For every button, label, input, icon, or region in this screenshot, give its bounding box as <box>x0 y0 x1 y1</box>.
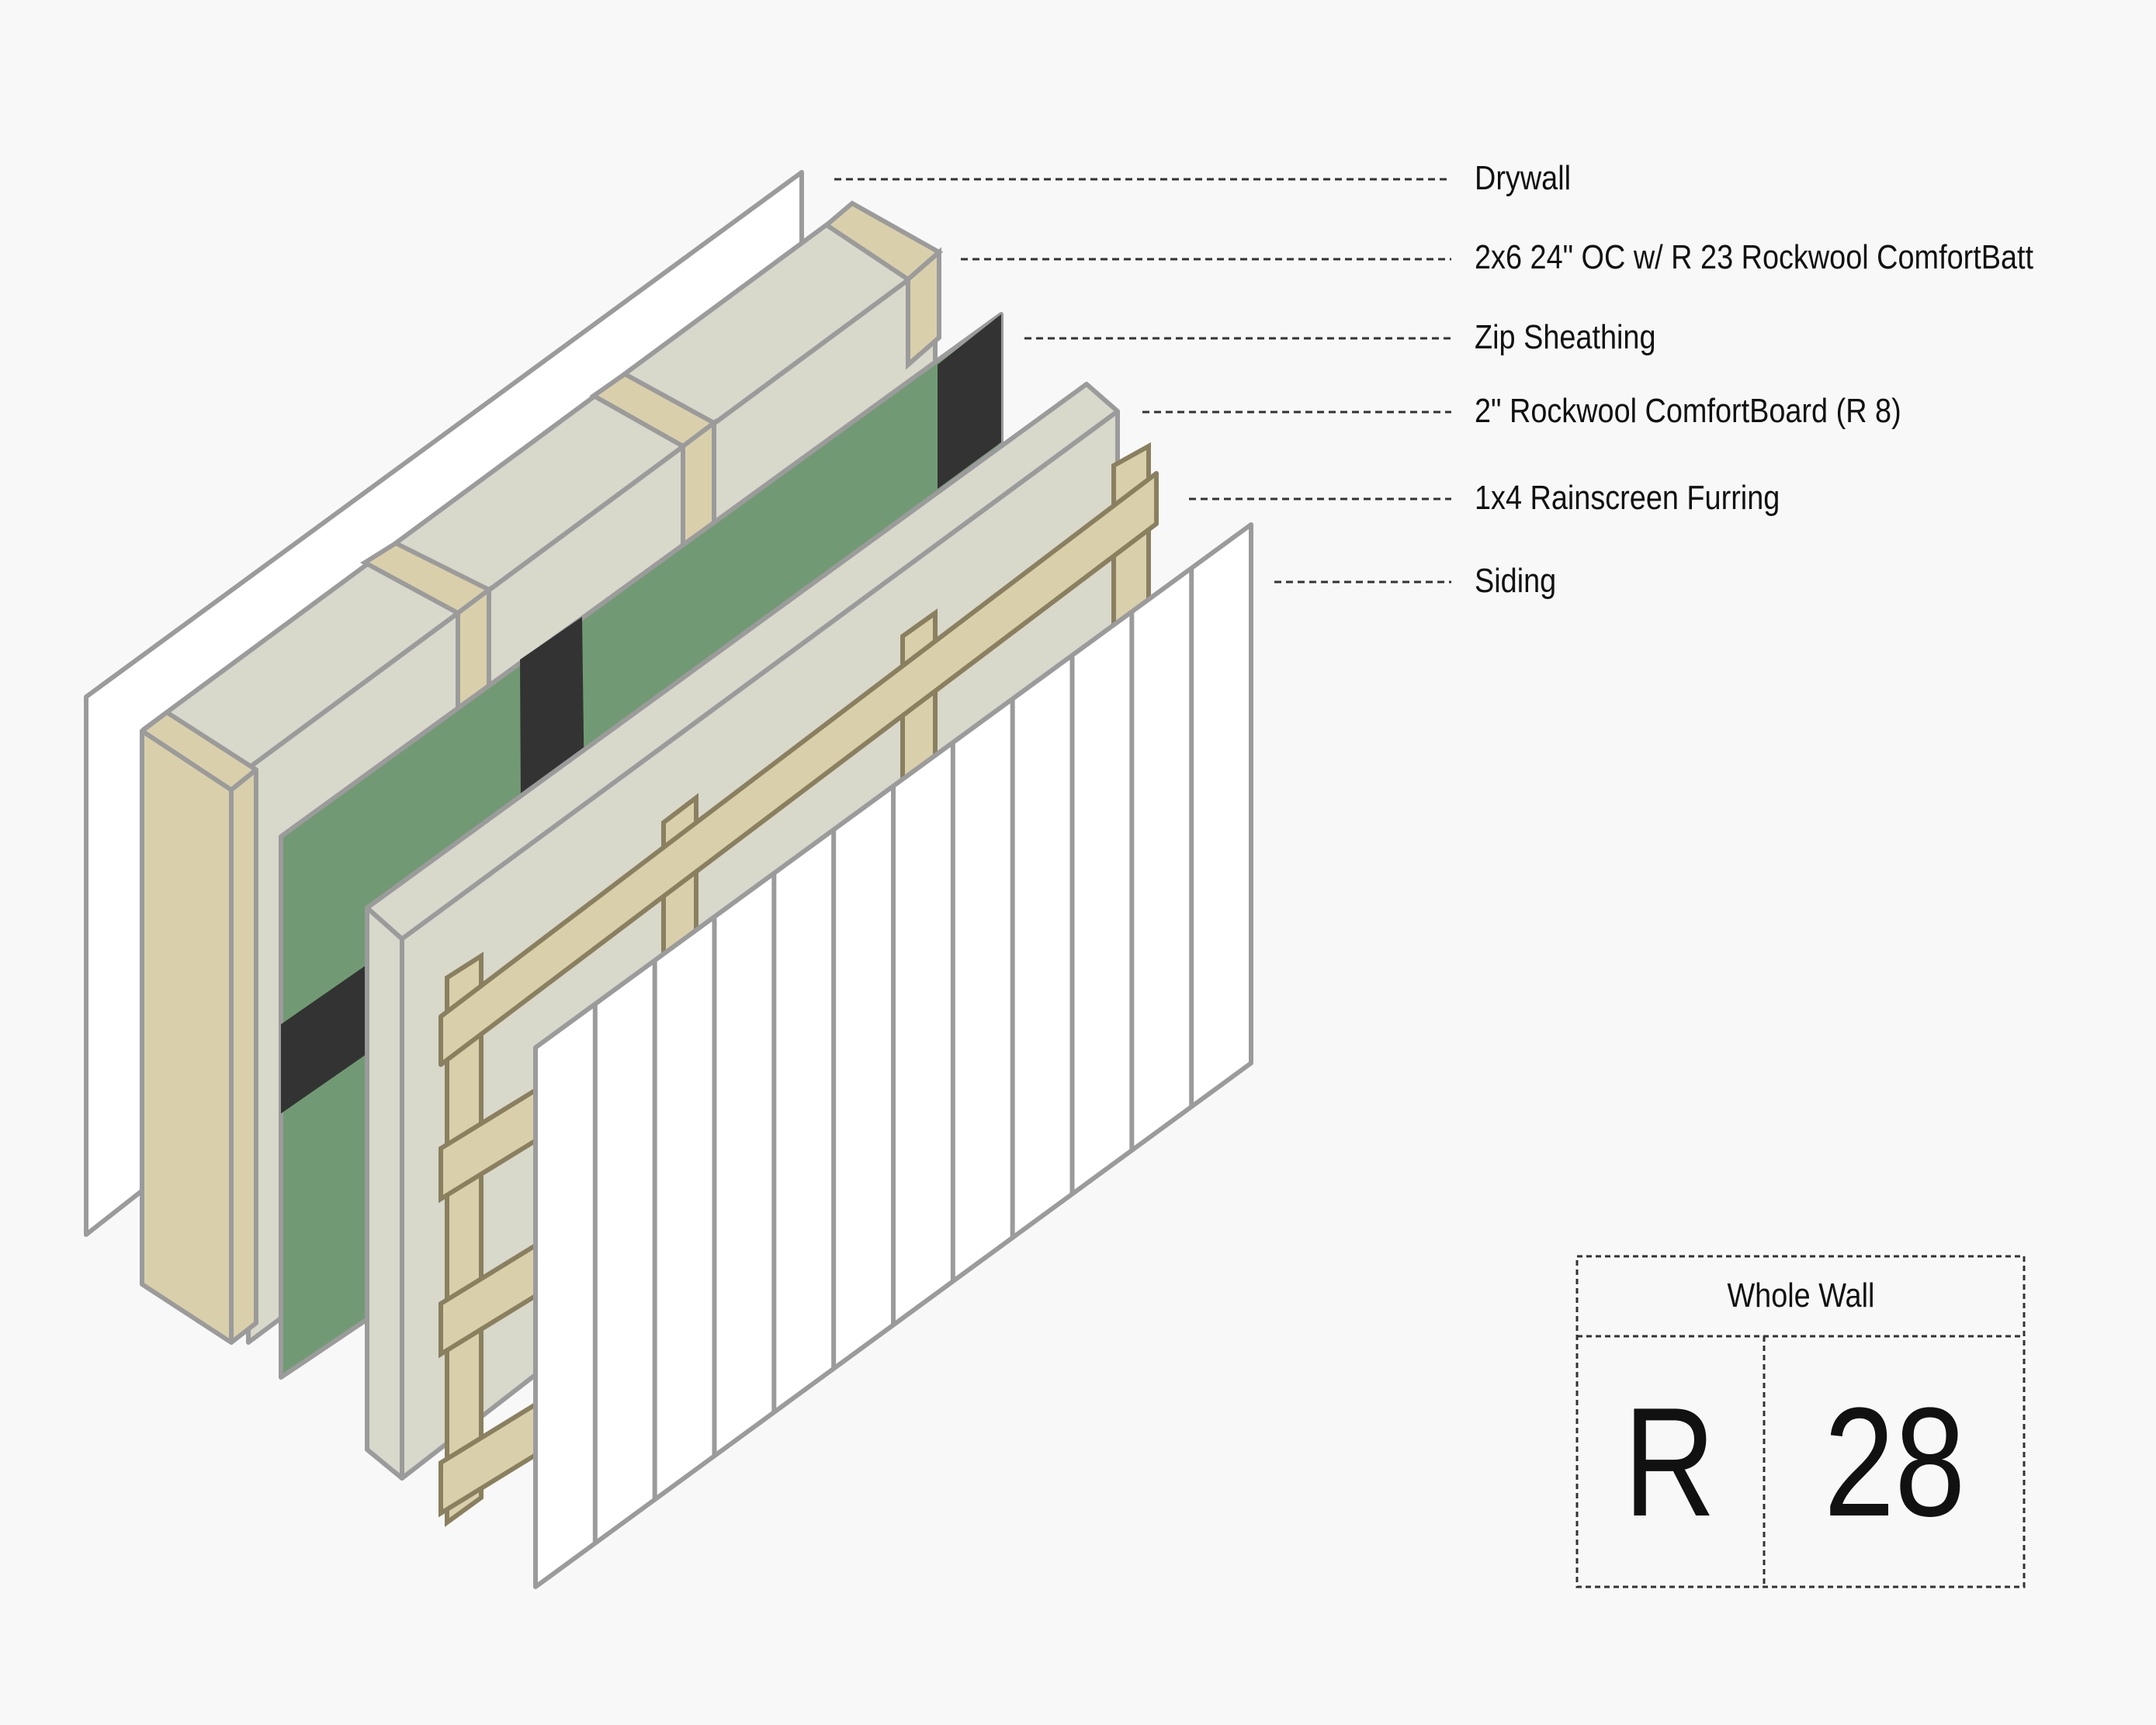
summary-frame <box>1575 1255 2026 1588</box>
end-stud-side <box>229 767 258 1345</box>
label-furring: 1x4 Rainscreen Furring <box>1475 479 1780 517</box>
label-sheathing: Zip Sheathing <box>1475 318 1656 356</box>
label-studs: 2x6 24" OC w/ R 23 Rockwool ComfortBatt <box>1475 238 2034 276</box>
seam-tape-3 <box>281 966 365 1114</box>
siding-board-lines <box>592 568 1194 1543</box>
summary-unit: R <box>1624 1375 1716 1549</box>
summary-heading: Whole Wall <box>1727 1276 1874 1315</box>
furring-diagonal <box>438 471 1159 1067</box>
stud-side-3 <box>906 247 941 370</box>
siding-layer <box>533 522 1253 1589</box>
rainscreen-furring-layer <box>438 442 1159 1527</box>
label-drywall: Drywall <box>1475 159 1572 197</box>
label-siding: Siding <box>1475 562 1557 600</box>
summary-value: 28 <box>1824 1375 1966 1549</box>
seam-tape-2 <box>938 314 1001 489</box>
leader-lines <box>834 178 1451 584</box>
board-side-edge <box>365 906 404 1481</box>
r-value-summary: Whole Wall R 28 <box>1575 1255 2026 1588</box>
label-board: 2" Rockwool ComfortBoard (R 8) <box>1475 392 1901 430</box>
end-stud-front <box>140 729 234 1345</box>
